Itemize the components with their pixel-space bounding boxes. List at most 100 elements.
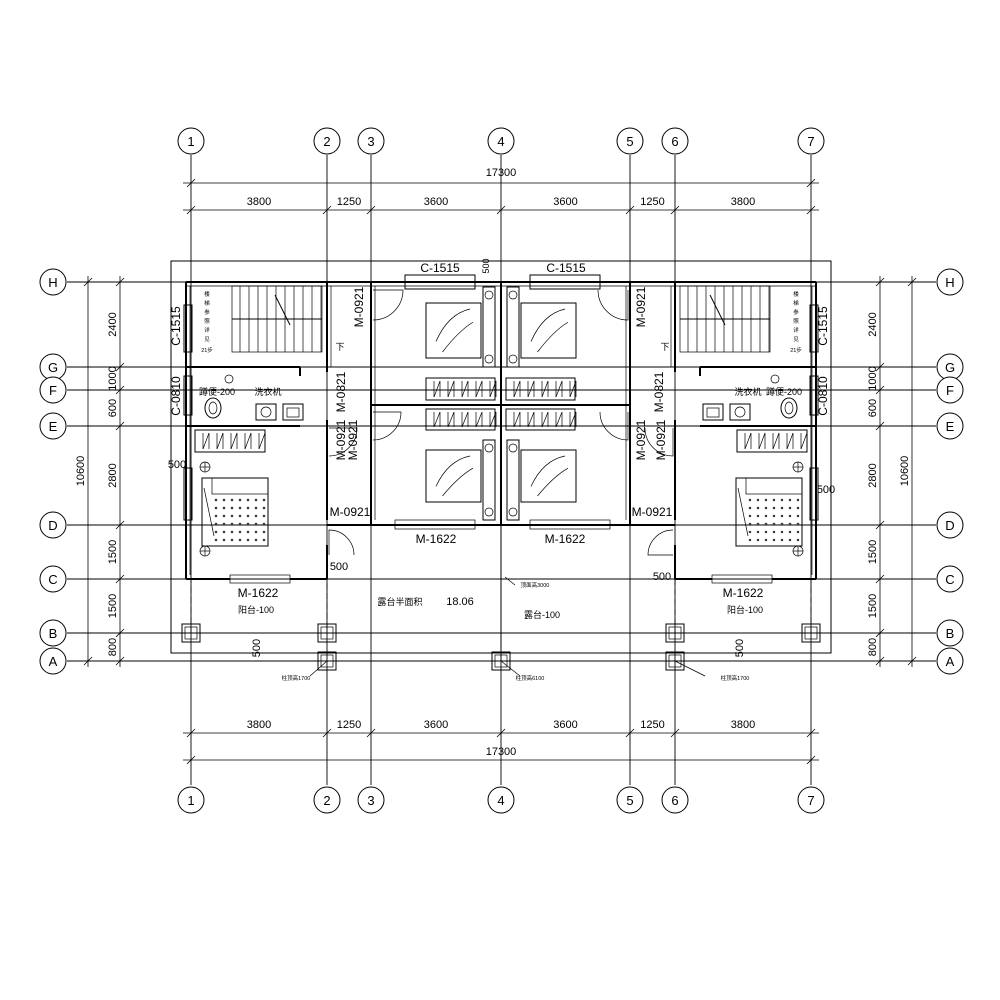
dimension-tick [322,728,332,738]
stair-note-left: 梯 [204,299,210,307]
hanger [786,432,794,450]
dimension-tick [186,205,196,215]
sink-basin [286,407,300,418]
bed-dot [254,514,258,518]
axis-label-row-C-right: C [945,572,954,587]
bed-dot [772,522,776,526]
axis-label-row-E-left: E [49,419,58,434]
bed-dot [238,506,242,510]
stair-note-right: 参 [793,308,799,316]
axis-label-col-1-bottom: 1 [187,793,194,808]
bed-dot [230,530,234,534]
bed-dot [238,498,242,502]
label-slab-note: 顶面高3000 [521,581,550,589]
dimension-tick [115,277,125,287]
dimension-tick [875,362,885,372]
axis-label-col-7-bottom: 7 [807,793,814,808]
hanger [527,380,535,398]
dimension-row-spacing-right: 800 [867,638,879,656]
label-terrace-half-area: 露台半面积 [377,596,422,607]
axis-label-row-H-left: H [48,275,57,290]
dimension-tick [186,728,196,738]
wardrobe [425,377,496,401]
label-window-c1515-left-side: C-1515 [169,306,183,346]
dimension-tick [322,205,332,215]
stair-note-right: 梯 [793,299,799,307]
bed-dot [214,530,218,534]
axis-bubble-row-C-left [39,565,67,593]
axis-bubble-col-5-bottom [616,786,644,814]
bed-dot [748,514,752,518]
balcony-rail-left [190,579,328,634]
axis-label-row-G-right: G [945,360,955,375]
label-offset-500-right: 500 [817,484,835,496]
bed-dot [788,522,792,526]
stair-note-left: 见 [204,336,210,343]
wardrobe [425,408,496,431]
dimension-column-spacing-bottom: 3600 [553,719,577,731]
lamp [508,507,518,517]
lamp [484,290,494,300]
bed-dot [222,538,226,542]
label-door-m0921: M-0921 [352,286,366,327]
hanger [489,411,497,428]
axis-bubble-row-E-right [936,412,964,440]
bed-dot [254,506,258,510]
bed-dot [788,538,792,542]
label-door-m1622-left: M-1622 [238,586,279,600]
bed-dot [238,538,242,542]
axis-label-col-3-bottom: 3 [367,793,374,808]
dimension-column-spacing-top: 3800 [731,196,755,208]
axis-bubble-col-6-top [661,127,689,155]
bed-fold [737,487,749,537]
dimension-overall-depth-left: 10600 [75,456,87,487]
hanger [461,411,469,428]
dimension-tick [115,421,125,431]
dimension-row-spacing-right: 1500 [867,594,879,618]
axis-bubble-col-4-bottom [487,786,515,814]
bed-headboard [745,477,803,495]
label-squat-toilet-right: 蹲便-200 [766,386,802,397]
axis-label-row-B-right: B [946,626,955,641]
dimension-tick [875,574,885,584]
leader-line [504,576,516,586]
stair-note-left: 楼 [204,290,210,298]
bed-dot [246,506,250,510]
column-inner [668,626,682,640]
bed-dot [262,522,266,526]
dimension-tick [875,628,885,638]
window-side [809,467,819,521]
window-side [809,375,819,416]
door-m1622 [529,519,611,530]
axis-bubble-row-A-right [936,647,964,675]
axis-label-row-H-right: H [945,275,954,290]
dimension-column-spacing-top: 3600 [553,196,577,208]
bed-dot [262,514,266,518]
bed-dot [764,522,768,526]
sink-right [702,403,724,421]
bed-dot [772,506,776,510]
bed-dot [254,538,258,542]
lamp [484,443,494,453]
bed [520,302,577,359]
axis-bubble-row-F-right [936,376,964,404]
axis-label-col-2-top: 2 [323,134,330,149]
bed-dot [214,538,218,542]
hanger [489,380,497,398]
axis-bubble-col-6-bottom [661,786,689,814]
bed-dot [772,538,776,542]
label-door-m0821-right: M-0821 [652,371,666,412]
dimension-row-spacing-right: 1500 [867,540,879,564]
leader-line [674,660,706,677]
bed-dot [238,514,242,518]
hanger [527,411,535,428]
label-washing-machine-left: 洗衣机 [254,386,281,397]
dimension-tick [366,205,376,215]
stair-note-steps-right: 21步 [790,347,802,354]
bed-sheet-fold [530,455,566,487]
hanger [475,380,483,398]
label-window-c1515-right-side: C-1515 [816,306,830,346]
label-window-c1515-left: C-1515 [420,261,460,275]
dimension-tick [115,574,125,584]
bed-dot [230,514,234,518]
